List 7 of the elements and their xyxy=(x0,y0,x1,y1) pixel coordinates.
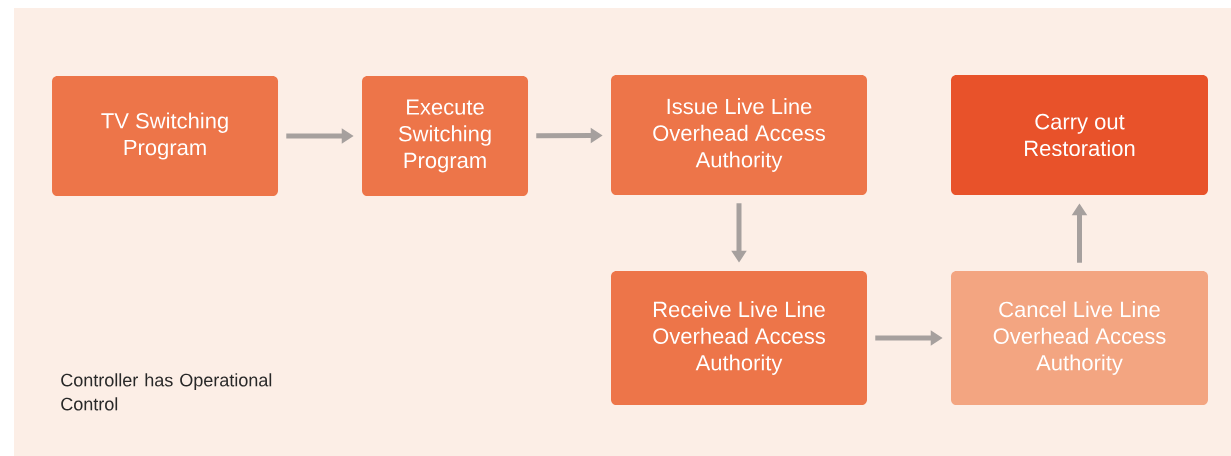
process-box: Execute Switching Program xyxy=(362,76,528,196)
process-box: Cancel Live Line Overhead Access Authority xyxy=(951,271,1208,405)
process-box: Issue Live Line Overhead Access Authority xyxy=(611,75,867,195)
process-box: Carry out Restoration xyxy=(951,75,1208,195)
note-text: Controller has Operational Control xyxy=(61,373,272,411)
process-box: TV Switching Program xyxy=(52,76,278,196)
process-box: Receive Live Line Overhead Access Authority xyxy=(611,271,867,405)
